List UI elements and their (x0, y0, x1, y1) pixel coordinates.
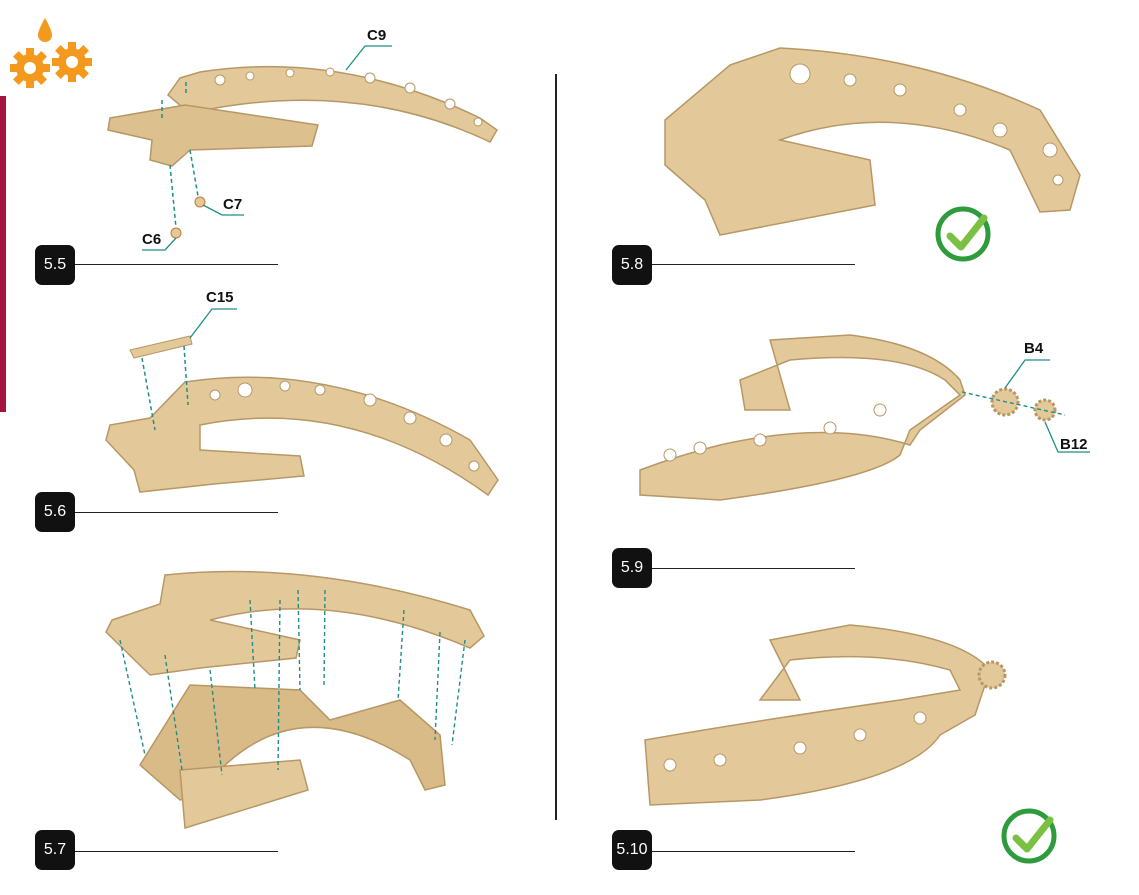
part-label-c9: C9 (367, 27, 386, 44)
step-line (75, 851, 278, 852)
step-line (75, 512, 278, 513)
step-number-badge: 5.7 (35, 830, 75, 870)
step-number-badge: 5.9 (612, 548, 652, 588)
step-line (652, 851, 855, 852)
part-label-c7: C7 (223, 196, 242, 213)
part-label-c6: C6 (142, 231, 161, 248)
part-label-c15: C15 (206, 289, 234, 306)
step-line (75, 264, 278, 265)
step-line (652, 568, 855, 569)
step-number-badge: 5.5 (35, 245, 75, 285)
part-label-b12: B12 (1060, 436, 1088, 453)
part-label-b4: B4 (1024, 340, 1043, 357)
step-number-badge: 5.6 (35, 492, 75, 532)
step-number-badge: 5.10 (612, 830, 652, 870)
step-number-badge: 5.8 (612, 245, 652, 285)
step-line (652, 264, 855, 265)
